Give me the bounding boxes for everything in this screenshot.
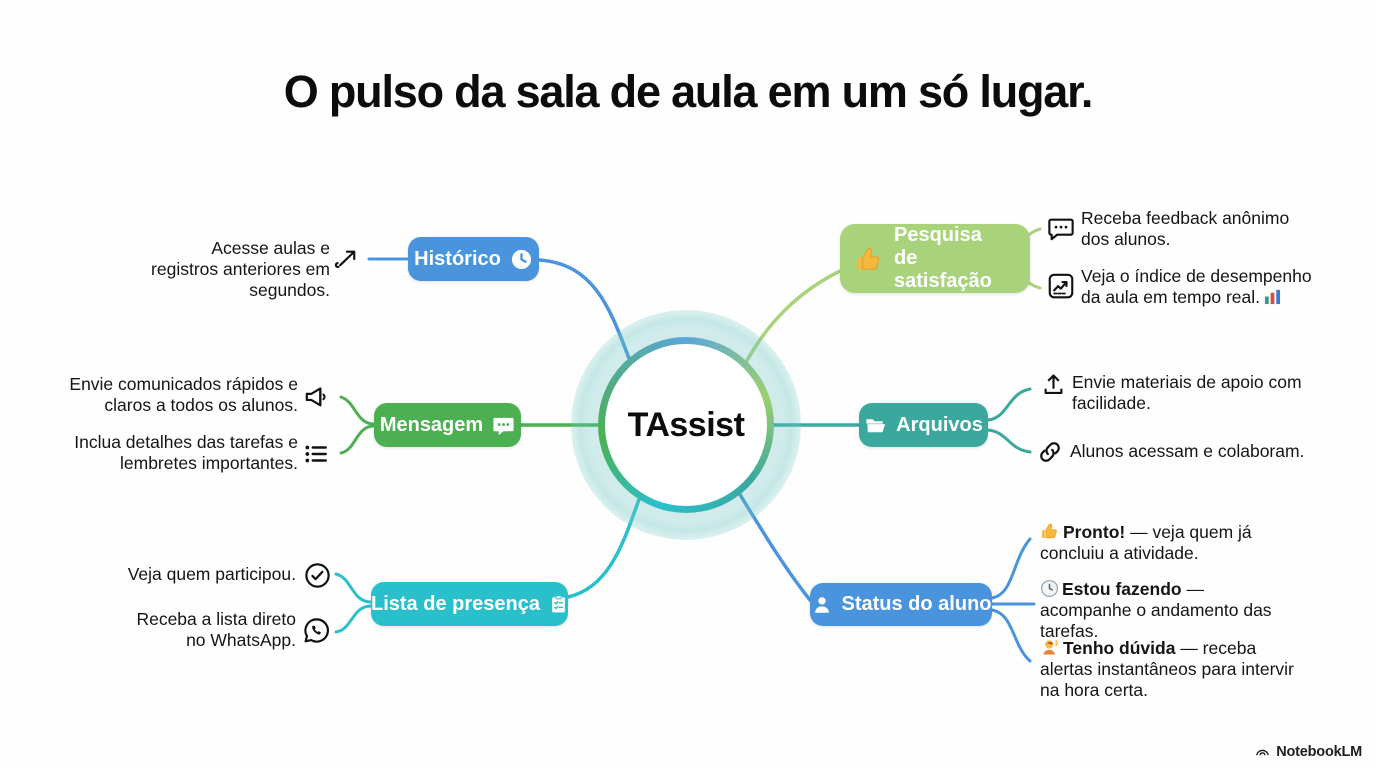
clock-icon (511, 249, 531, 269)
node-mensagem-label: Mensagem (379, 413, 484, 436)
annotation-historico-1: Acesse aulas e registros anteriores em s… (151, 238, 330, 300)
annotation-status-1: Pronto! — veja quem já concluiu a ativid… (1040, 521, 1252, 564)
folder-icon (866, 418, 886, 432)
notebooklm-logo-icon (1256, 749, 1270, 756)
notebooklm-watermark: NotebookLM (1254, 743, 1362, 760)
chart-trend-icon (1048, 273, 1074, 299)
node-historico-label: Histórico (414, 247, 501, 270)
speech-dots-icon (493, 417, 514, 435)
node-historico[interactable]: Histórico (408, 237, 539, 281)
upload-icon (1044, 374, 1063, 395)
clipboard-icon (552, 595, 565, 613)
annotation-mensagem-2: Inclua detalhes das tarefas e lembretes … (74, 432, 298, 473)
annotation-status-3: Tenho dúvida — receba alertas instantâne… (1040, 637, 1302, 701)
annotation-status-1-rest: — veja quem já concluiu a atividade. (1040, 522, 1252, 563)
whatsapp-icon (304, 618, 329, 643)
notebooklm-label: NotebookLM (1276, 743, 1362, 760)
annotation-pesquisa-2: Veja o índice de desempenho da aula em t… (1081, 266, 1321, 308)
clock-emoji (1040, 579, 1059, 598)
center-node[interactable]: TAssist (598, 337, 774, 513)
person-icon (814, 596, 829, 613)
trend-arrow-icon (334, 250, 356, 268)
annotation-status-2-lead: Estou fazendo (1062, 579, 1182, 599)
task-list-icon (305, 445, 327, 463)
node-status-label: Status do aluno (841, 593, 992, 615)
node-pesquisa[interactable]: Pesquisa de satisfação (840, 224, 1030, 293)
thumbs-up-icon (857, 247, 880, 270)
check-circle-icon (305, 563, 330, 588)
annotation-status-2-rest: — acompanhe o andamento das tarefas. (1040, 579, 1272, 641)
raising-hand-emoji (1043, 639, 1058, 655)
annotation-arquivos-2: Alunos acessam e colaboram. (1070, 441, 1305, 461)
node-arquivos-label: Arquivos (896, 413, 983, 436)
annotation-pesquisa-2-text: Veja o índice de desempenho da aula em t… (1081, 266, 1312, 307)
node-status-aluno[interactable]: Status do aluno (810, 583, 992, 626)
annotation-mensagem-1: Envie comunicados rápidos e claros a tod… (69, 374, 298, 415)
bar-chart-emoji (1264, 289, 1281, 305)
annotation-lista-1: Veja quem participou. (127, 564, 296, 584)
node-arquivos[interactable]: Arquivos (859, 403, 988, 447)
annotation-arquivos-1: Envie materiais de apoio com facilidade. (1072, 372, 1302, 413)
page-title: O pulso da sala de aula em um só lugar. (283, 66, 1094, 117)
megaphone-icon (305, 387, 326, 407)
center-label: TAssist (627, 405, 745, 444)
annotation-status-1-lead: Pronto! (1063, 522, 1126, 542)
annotation-lista-2: Receba a lista direto no WhatsApp. (136, 609, 296, 650)
node-lista-label: Lista de presença (371, 592, 540, 615)
annotation-pesquisa-1: Receba feedback anônimo dos alunos. (1081, 208, 1290, 249)
node-pesquisa-label: Pesquisa de satisfação (894, 224, 992, 292)
annotation-status-3-rest: — receba alertas instantâneos para inter… (1040, 638, 1294, 700)
annotation-status-2: Estou fazendo — acompanhe o andamento da… (1040, 579, 1298, 642)
node-lista-presenca[interactable]: Lista de presença (371, 582, 568, 626)
speech-bubble-icon (1048, 218, 1074, 241)
node-mensagem[interactable]: Mensagem (374, 403, 521, 447)
link-icon (1040, 442, 1060, 462)
annotation-status-3-lead: Tenho dúvida (1063, 638, 1176, 658)
thumbs-up-emoji (1042, 523, 1057, 539)
